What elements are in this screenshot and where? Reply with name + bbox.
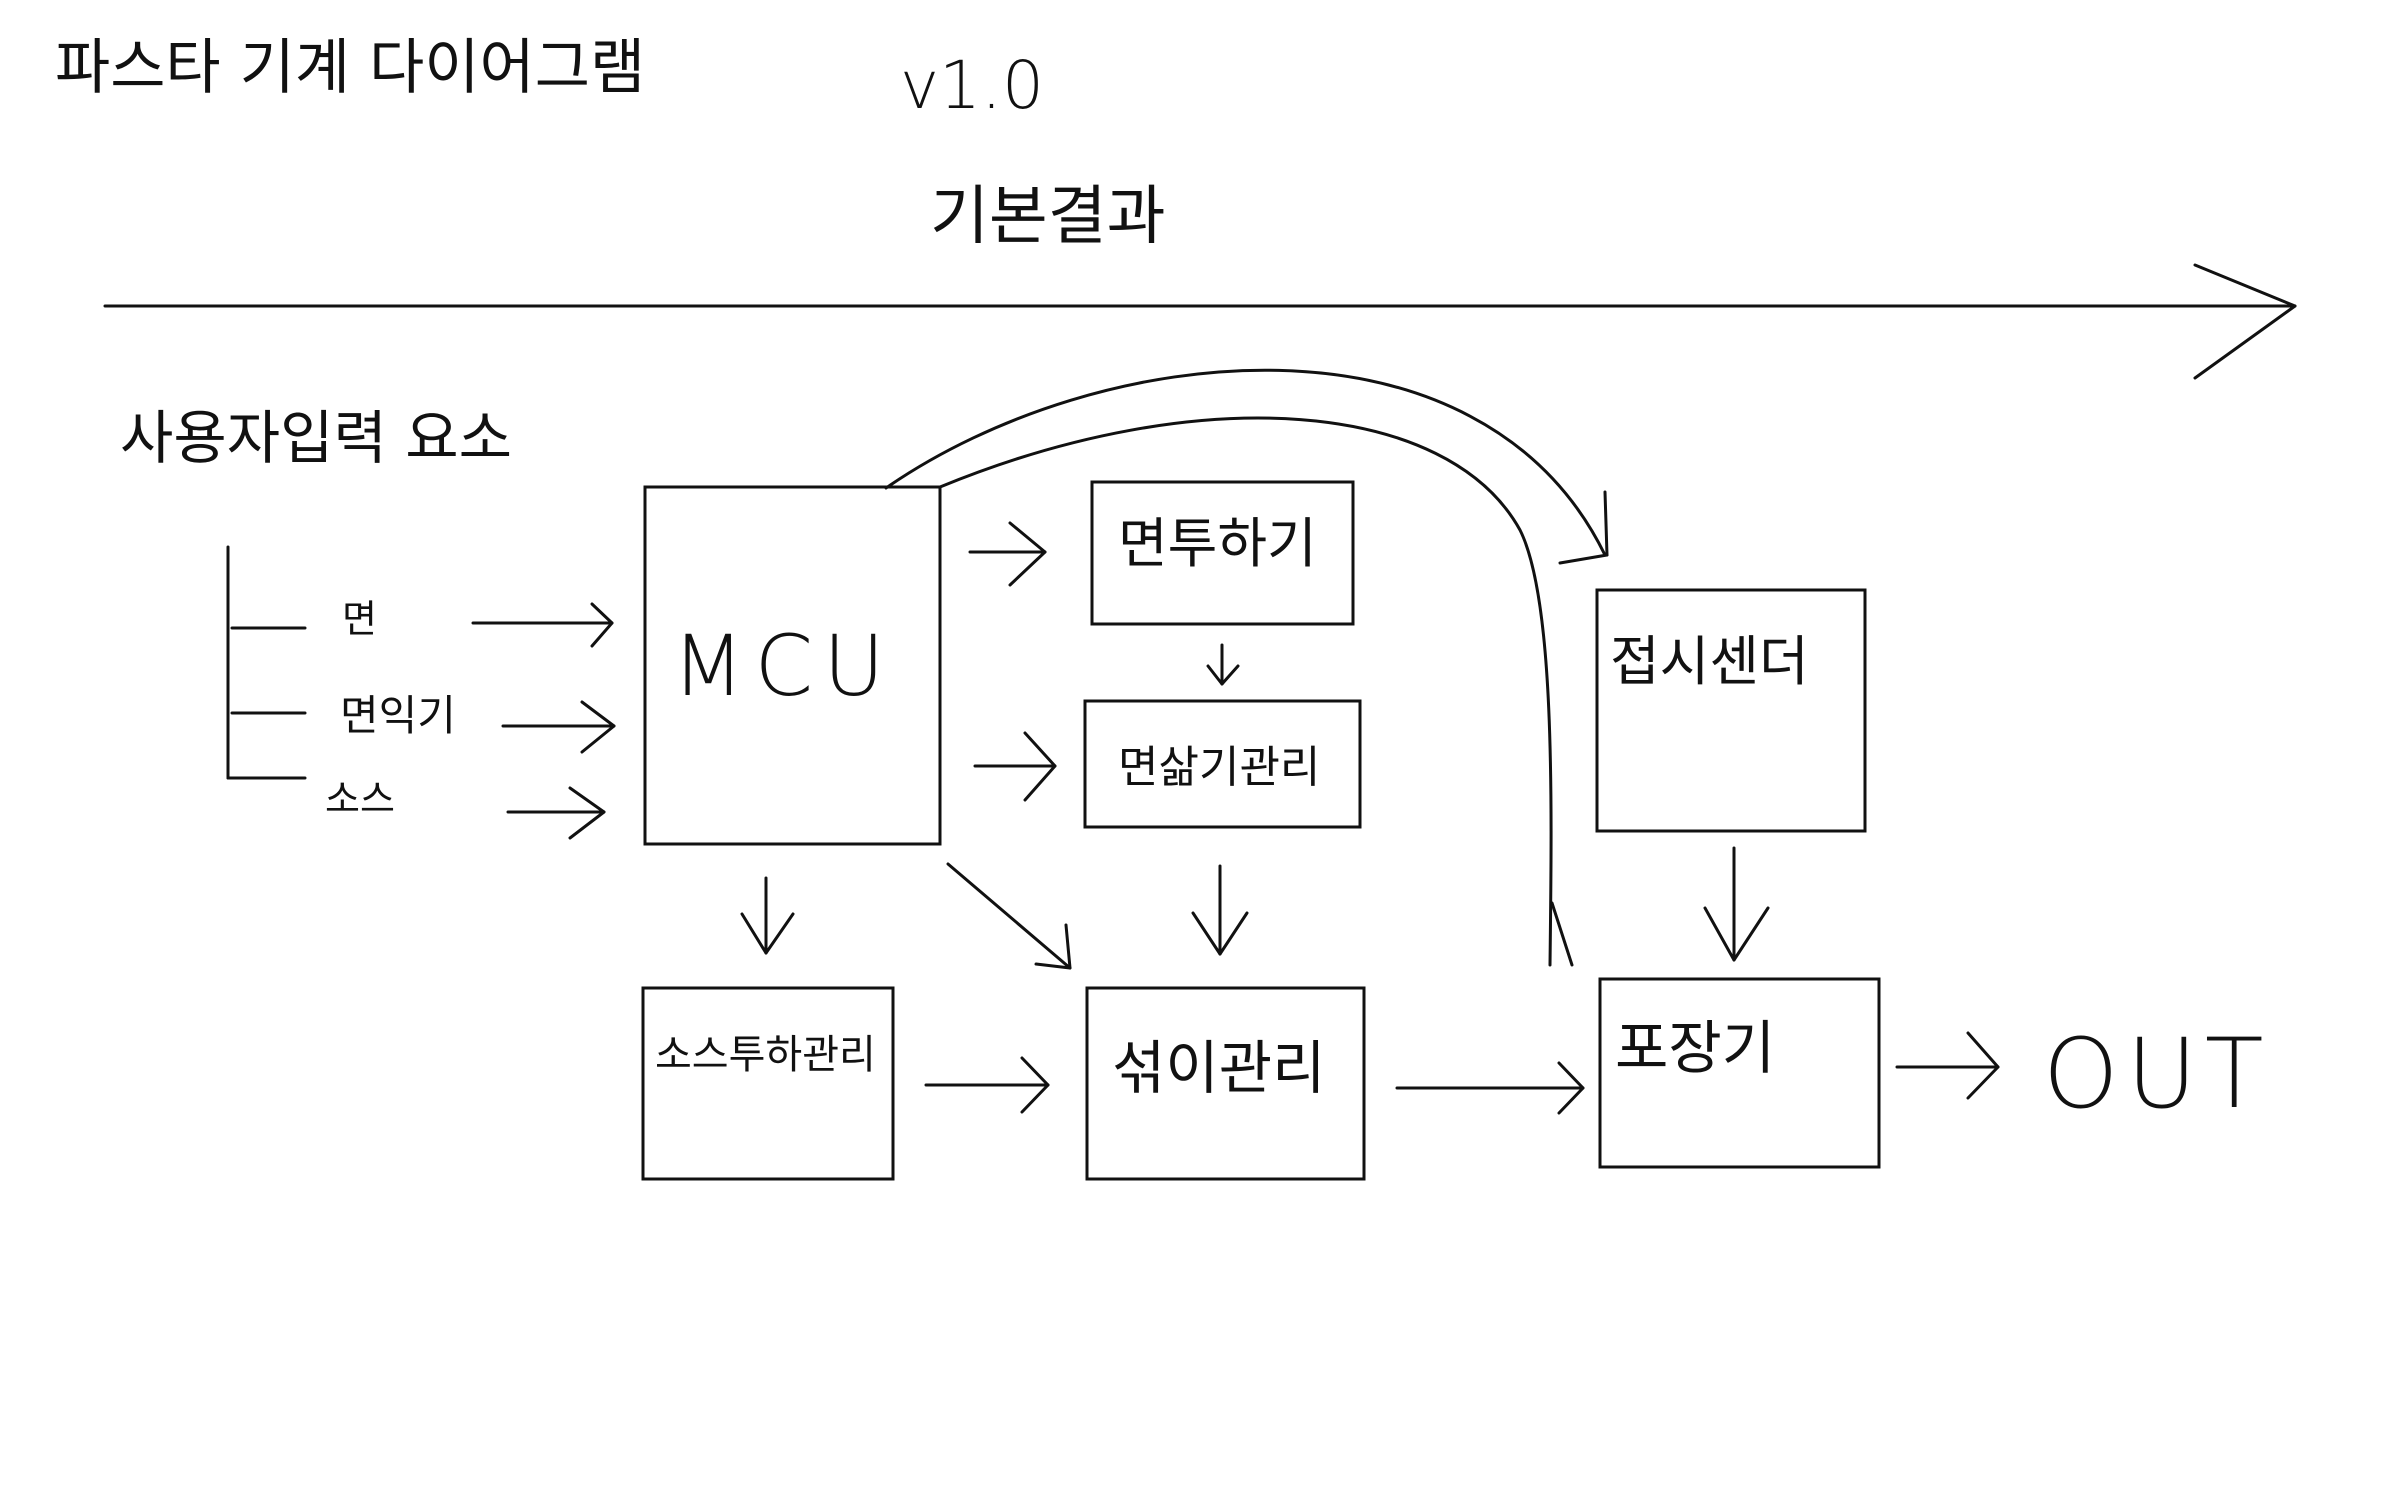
mix-manage-label: 섞이관리 — [1112, 1034, 1325, 1102]
noodle-boil-manage-label: 면삶기관리 — [1118, 742, 1320, 793]
input-item-noodle-doneness: 면익기 — [340, 691, 456, 740]
arrow-mcu-to-sauce-dispense — [740, 876, 795, 955]
arrow-mcu-to-noodle-boil — [973, 731, 1057, 802]
packer-block — [1598, 977, 1881, 1169]
arrow-dispense-to-boil — [1206, 643, 1240, 686]
packer-label: 포장기 — [1615, 1014, 1775, 1082]
arrow-boil-to-mix — [1191, 864, 1249, 956]
mix-manage-block — [1085, 986, 1366, 1181]
noodle-dispense-label: 면투하기 — [1118, 512, 1317, 575]
sauce-dispense-manage-label: 소스투하관리 — [655, 1032, 876, 1078]
arrow-mix-to-packer — [1395, 1061, 1585, 1115]
timeline-arrow — [103, 263, 2297, 380]
plate-sensor-block — [1595, 588, 1867, 833]
timeline-label: 기본결과 — [930, 180, 1166, 254]
mcu-label: MCU — [672, 617, 895, 715]
arrow-plate-sensor-to-packer — [1703, 846, 1770, 962]
output-label: OUT — [2043, 1018, 2271, 1130]
version-label: v1.0 — [900, 47, 1044, 124]
input-item-noodle: 면 — [342, 597, 377, 641]
arrow-noodle-to-mcu — [471, 602, 614, 648]
curve-arrow-mcu-to-packer — [938, 416, 1574, 967]
arrow-packer-to-out — [1895, 1031, 2000, 1100]
arrow-sauce-dispense-to-mix — [924, 1056, 1050, 1114]
arrow-sauce-to-mcu — [506, 786, 606, 840]
inputs-heading: 사용자입력 요소 — [120, 404, 512, 472]
arrow-mcu-to-noodle-dispense — [968, 521, 1047, 587]
sauce-dispense-manage-block — [641, 986, 895, 1181]
diagram-title: 파스타 기계 다이어그램 — [55, 33, 645, 103]
arrow-doneness-to-mcu — [501, 700, 616, 754]
plate-sensor-label: 접시센더 — [1610, 630, 1809, 693]
curve-arrow-mcu-to-plate-sensor — [884, 368, 1609, 565]
mcu-block — [643, 485, 942, 846]
noodle-boil-manage-block — [1083, 699, 1362, 829]
noodle-dispense-block — [1090, 480, 1355, 626]
input-bracket — [226, 545, 307, 780]
input-item-sauce: 소스 — [325, 777, 395, 821]
arrow-mcu-to-mix — [946, 862, 1072, 970]
